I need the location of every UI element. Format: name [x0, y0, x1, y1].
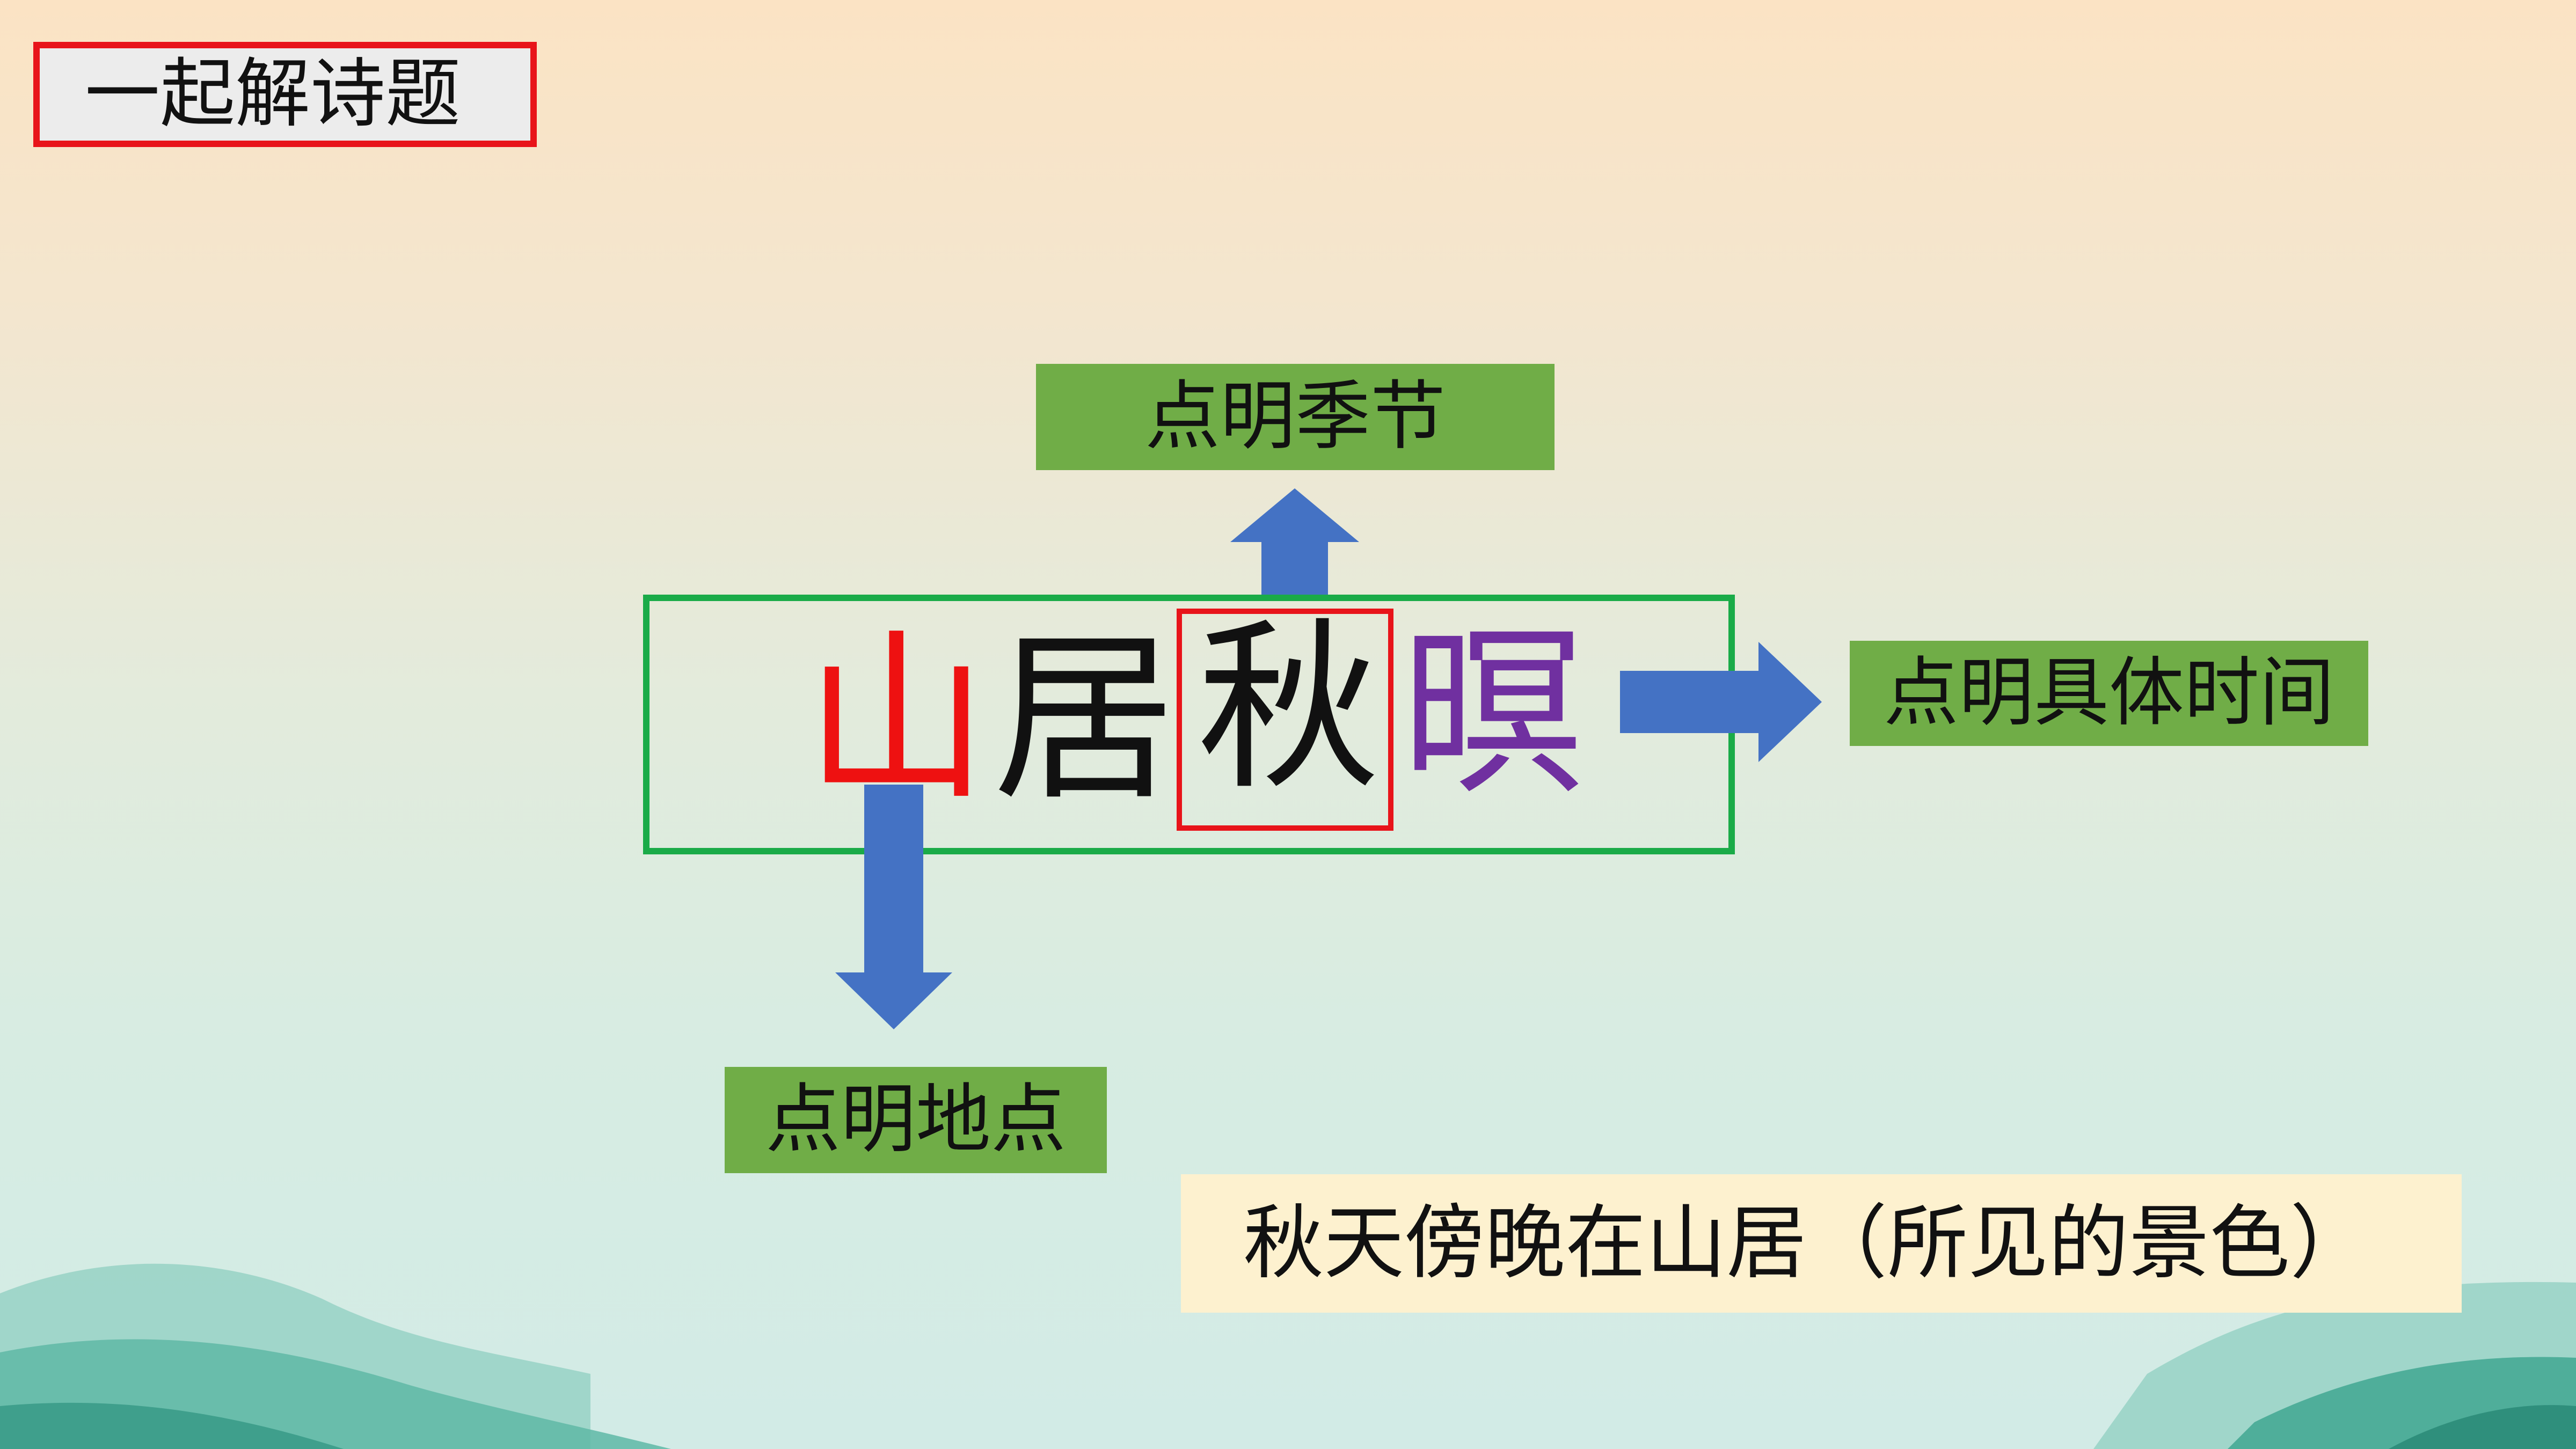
poem-char-qiu: 秋 — [1197, 602, 1380, 815]
poem-char-shan: 山 — [805, 613, 988, 825]
poem-char-ju: 居 — [993, 613, 1176, 825]
hill-left-front — [0, 1402, 344, 1449]
slide-title: 一起解诗题 — [33, 42, 537, 147]
arrow-down-place — [835, 785, 952, 1029]
title-meaning-box: 秋天傍晚在山居（所见的景色） — [1181, 1174, 2462, 1313]
qiu-highlight-frame — [1177, 609, 1393, 831]
arrow-up-season — [1230, 488, 1359, 595]
arrow-right-time — [1620, 642, 1822, 762]
label-place: 点明地点 — [725, 1067, 1107, 1173]
label-season: 点明季节 — [1036, 364, 1555, 470]
label-time: 点明具体时间 — [1850, 641, 2368, 746]
hill-right-front — [2389, 1405, 2576, 1449]
poem-char-ming: 暝 — [1401, 608, 1583, 820]
